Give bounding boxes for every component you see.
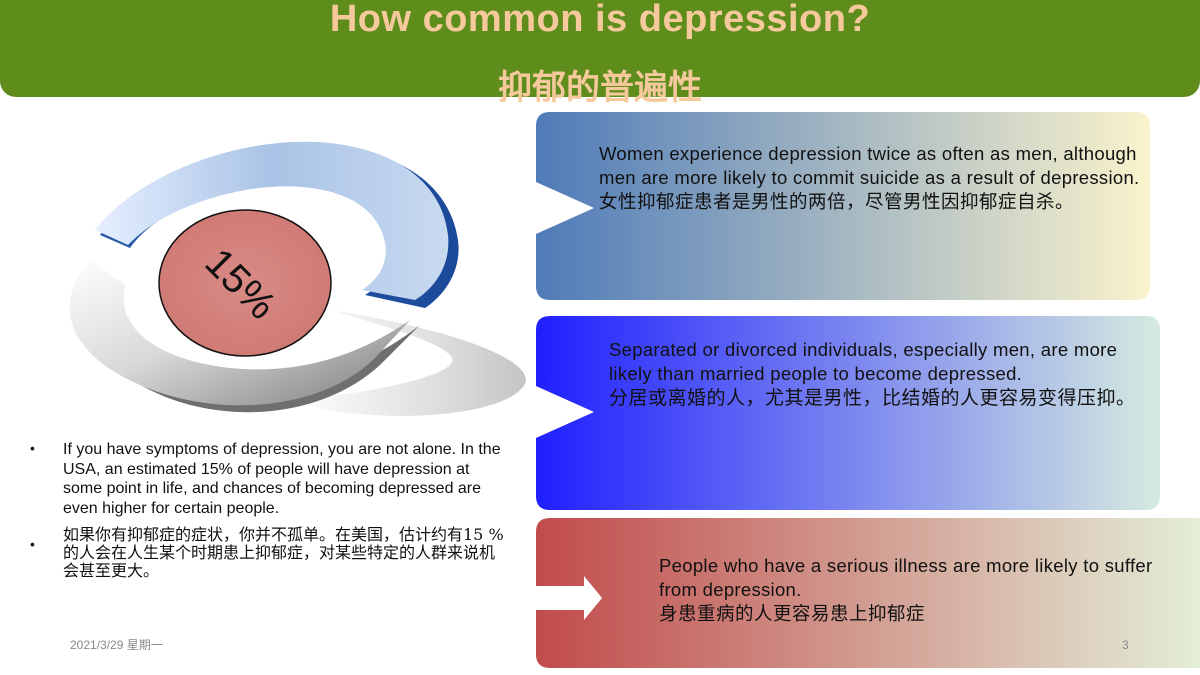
bullet-icon: • bbox=[30, 536, 35, 552]
card-text-cn: 分居或离婚的人，尤其是男性，比结婚的人更容易变得压抑。 bbox=[609, 387, 1136, 409]
slide-title: How common is depression? bbox=[329, 0, 871, 40]
bullet-item: • If you have symptoms of depression, yo… bbox=[30, 440, 510, 518]
bullet-item: • 如果你有抑郁症的症状，你并不孤单。在美国，估计约有15 %的人会在人生某个时… bbox=[30, 526, 510, 580]
card-text-cn: 女性抑郁症患者是男性的两倍，尽管男性因抑郁症自杀。 bbox=[599, 192, 1075, 213]
info-card-women: Women experience depression twice as oft… bbox=[536, 112, 1150, 300]
bullet-list: • If you have symptoms of depression, yo… bbox=[30, 440, 510, 580]
card-text-en: Separated or divorced individuals, espec… bbox=[609, 339, 1118, 384]
slide-subtitle: 抑郁的普遍性 bbox=[498, 69, 702, 107]
card-text-en: Women experience depression twice as oft… bbox=[599, 143, 1140, 188]
footer-date: 2021/3/29 星期一 bbox=[70, 638, 163, 652]
bullet-icon: • bbox=[30, 440, 35, 456]
info-card-illness: People who have a serious illness are mo… bbox=[536, 518, 1200, 668]
page-number: 3 bbox=[1122, 638, 1129, 652]
card-text-en: People who have a serious illness are mo… bbox=[659, 555, 1153, 600]
title-bar: How common is depression? 抑郁的普遍性 bbox=[0, 0, 1200, 107]
info-card-divorced: Separated or divorced individuals, espec… bbox=[536, 316, 1160, 510]
bullet-text: 如果你有抑郁症的症状，你并不孤单。在美国，估计约有15 %的人会在人生某个时期患… bbox=[63, 525, 504, 580]
ring-chart: 15% bbox=[30, 120, 540, 440]
bullet-text: If you have symptoms of depression, you … bbox=[63, 441, 501, 517]
card-text-cn: 身患重病的人更容易患上抑郁症 bbox=[659, 604, 926, 625]
ring-chart-icon bbox=[69, 141, 526, 417]
